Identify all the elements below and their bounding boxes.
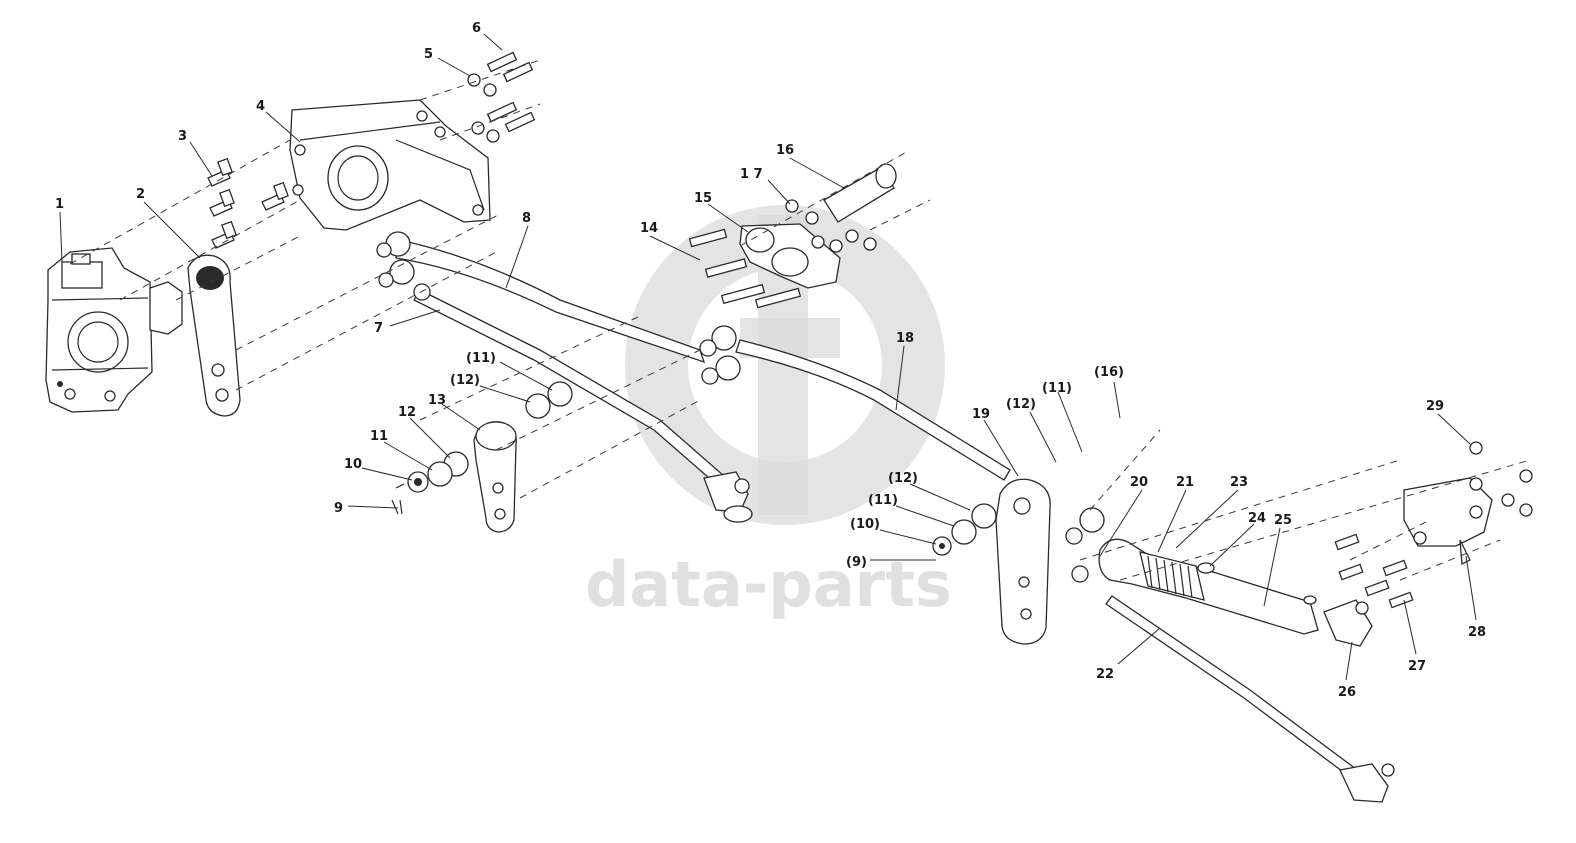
drag-link-lower: [413, 283, 753, 523]
callout-12: 12: [398, 405, 416, 420]
callout-25: 25: [1274, 513, 1292, 528]
callout-1: 1: [55, 197, 64, 212]
assembly-axis-lines: [69, 59, 1531, 581]
callout-9-alt: (9): [846, 555, 867, 570]
mounting-bolts: [207, 157, 289, 249]
callout-16-alt: (16): [1094, 365, 1124, 380]
callout-8: 8: [522, 211, 531, 226]
callout-11-alt-right: (11): [1042, 381, 1072, 396]
callout-15: 15: [694, 191, 712, 206]
callout-27: 27: [1408, 659, 1426, 674]
callout-12-alt-lower: (12): [888, 471, 918, 486]
callout-3: 3: [178, 129, 187, 144]
callout-labels: 1 2 3 4 5 6 7 8 9 10 11 12 13 14 15 16 1…: [55, 21, 1486, 700]
callout-7: 7: [374, 321, 383, 336]
callout-4: 4: [256, 99, 265, 114]
center-ball-joints: [699, 325, 1011, 481]
callout-10-alt: (10): [850, 517, 880, 532]
callout-14: 14: [640, 221, 658, 236]
callout-17: 1 7: [740, 167, 763, 182]
idler-arm: [391, 381, 573, 533]
callout-13: 13: [428, 393, 446, 408]
steering-gear-bracket: [289, 99, 491, 231]
callout-20: 20: [1130, 475, 1148, 490]
steering-gear-box: [45, 247, 183, 413]
drag-link-upper: [376, 231, 706, 364]
callout-16: 16: [776, 143, 794, 158]
right-steering-arm: [932, 478, 1105, 645]
callout-5: 5: [424, 47, 433, 62]
callout-11-alt-left: (11): [466, 351, 496, 366]
callout-19: 19: [972, 407, 990, 422]
bracket-fasteners: [467, 51, 536, 143]
callout-29: 29: [1426, 399, 1444, 414]
callout-6: 6: [472, 21, 481, 36]
cylinder-bracket: [1334, 441, 1533, 609]
callout-12-alt-right: (12): [1006, 397, 1036, 412]
callout-leaders: [59, 33, 1477, 681]
callout-18: 18: [896, 331, 914, 346]
power-cylinder: [1098, 538, 1373, 647]
watermark-text: data-parts: [585, 548, 952, 621]
idler-bracket: [688, 163, 897, 309]
callout-23: 23: [1230, 475, 1248, 490]
pitman-arm: [187, 254, 241, 417]
callout-2: 2: [136, 187, 145, 202]
callout-21: 21: [1176, 475, 1194, 490]
callout-9: 9: [334, 501, 343, 516]
callout-10: 10: [344, 457, 362, 472]
callout-28: 28: [1468, 625, 1486, 640]
callout-12-alt-left: (12): [450, 373, 480, 388]
callout-26: 26: [1338, 685, 1356, 700]
callout-22: 22: [1096, 667, 1114, 682]
callout-11: 11: [370, 429, 388, 444]
callout-24: 24: [1248, 511, 1266, 526]
callout-11-alt-lower: (11): [868, 493, 898, 508]
tie-rod: [1105, 595, 1395, 803]
